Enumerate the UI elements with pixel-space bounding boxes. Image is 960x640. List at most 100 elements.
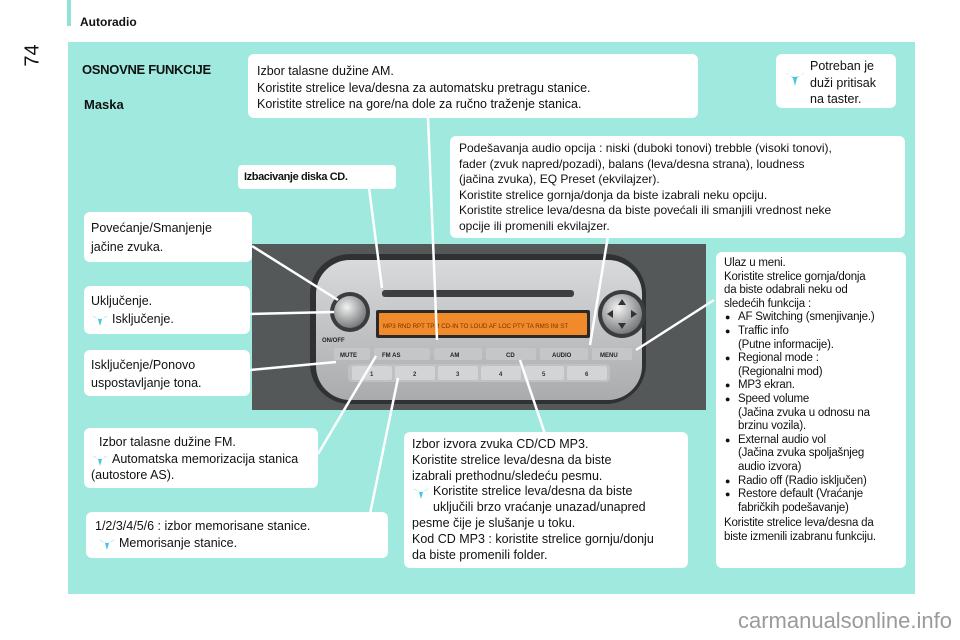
preset-label: 6 xyxy=(585,372,589,378)
audio-line-4: Koristite strelice gornja/donja da biste… xyxy=(459,187,768,202)
page-number: 74 xyxy=(21,44,44,67)
audio-box: Podešavanja audio opcija : niski (duboki… xyxy=(450,136,905,238)
am-line-1: Izbor talasne dužine AM. xyxy=(257,64,394,78)
menu-function-item: Speed volume(Jačina zvuka u odnosu nabrz… xyxy=(725,392,898,434)
fm-box: Izbor talasne dužine FM. Automatska memo… xyxy=(84,428,318,488)
preset-button-2[interactable] xyxy=(395,366,435,380)
cd-line-8: da biste promenili folder. xyxy=(412,547,548,562)
menu-box: Ulaz u meni.Koristite strelice gornja/do… xyxy=(716,252,906,568)
menu-function-text: audio izvora) xyxy=(738,460,802,473)
fm-line-2: Automatska memorizacija stanica xyxy=(91,451,311,468)
menu-function-text: Radio off (Radio isključen) xyxy=(738,474,867,487)
power-line-2-text: Isključenje. xyxy=(112,312,174,326)
cd-line-6: pesme čije je slušanje u toku. xyxy=(412,515,576,530)
fm-button[interactable] xyxy=(374,348,430,360)
cd-line-5: uključili brzo vraćanje unazad/unapred xyxy=(433,500,646,515)
menu-intro-line: da biste odabrali neku od xyxy=(724,284,848,297)
tip-icon xyxy=(91,453,109,466)
am-box: Izbor talasne dužine AM. Koristite strel… xyxy=(248,54,698,118)
preset-label: 4 xyxy=(499,372,503,378)
long-press-tip-box: Potreban je duži pritisak na taster. xyxy=(776,54,896,108)
volume-line-2: jačine zvuka. xyxy=(91,240,164,254)
menu-function-text: brzinu vozila). xyxy=(738,420,806,433)
tip-icon xyxy=(98,537,116,551)
audio-line-6: opcije ili promenili ekvilajzer. xyxy=(459,218,610,233)
menu-function-text: AF Switching (smenjivanje.) xyxy=(738,311,875,324)
menu-function-item: AF Switching (smenjivanje.) xyxy=(725,311,898,325)
margin-bar xyxy=(67,0,71,26)
onoff-label: ON/OFF xyxy=(322,338,345,344)
mute-line-1: Isključenje/Ponovo xyxy=(91,358,196,372)
fm-line-1: Izbor talasne dužine FM. xyxy=(99,435,236,449)
volume-box: Povećanje/Smanjenje jačine zvuka. xyxy=(84,212,252,262)
audio-button[interactable] xyxy=(540,348,588,360)
menu-function-text: (Putne informacije). xyxy=(738,338,834,351)
menu-function-text: Speed volume xyxy=(738,392,810,405)
preset-line-2: Memorisanje stanice. xyxy=(95,535,379,552)
menu-function-item: Traffic info(Putne informacije). xyxy=(725,324,898,352)
menu-function-item: MP3 ekran. xyxy=(725,379,898,393)
menu-function-text: fabričkih podešavanje) xyxy=(738,501,849,514)
preset-button-6[interactable] xyxy=(567,366,607,380)
cd-line-4: Koristite strelice leva/desna da biste xyxy=(412,484,680,500)
tip-icon xyxy=(784,70,806,91)
audio-label: AUDIO xyxy=(552,353,572,359)
preset-line-1: 1/2/3/4/5/6 : izbor memorisane stanice. xyxy=(95,519,311,533)
cd-button[interactable] xyxy=(486,348,536,360)
power-box: Uključenje. Isključenje. xyxy=(84,286,250,334)
tip-line-2: duži pritisak xyxy=(810,75,876,90)
menu-label: MENU xyxy=(600,353,618,359)
preset-label: 2 xyxy=(413,372,417,378)
power-line-1: Uključenje. xyxy=(91,294,153,308)
mute-line-2: uspostavljanje tona. xyxy=(91,376,202,390)
cd-label: CD xyxy=(506,353,515,359)
tip-icon xyxy=(91,313,109,327)
menu-intro-line: Koristite strelice gornja/donja xyxy=(724,270,866,283)
mute-box: Isključenje/Ponovo uspostavljanje tona. xyxy=(84,350,250,396)
arrow-pad[interactable] xyxy=(602,294,642,334)
menu-function-text: (Jačina zvuka spoljašnjeg xyxy=(738,447,865,460)
fm-line-3: (autostore AS). xyxy=(91,468,175,482)
menu-function-text: Restore default (Vraćanje xyxy=(738,488,863,501)
preset-button-3[interactable] xyxy=(438,366,478,380)
audio-line-5: Koristite strelice leva/desna da biste p… xyxy=(459,203,832,217)
menu-function-text: Traffic info xyxy=(738,324,789,337)
preset-button-4[interactable] xyxy=(481,366,521,380)
audio-line-2: fader (zvuk napred/pozadi), balans (leva… xyxy=(459,156,805,171)
menu-function-text: MP3 ekran. xyxy=(738,379,795,392)
menu-function-text: (Regionalni mod) xyxy=(738,365,823,378)
main-heading: OSNOVNE FUNKCIJE xyxy=(82,62,211,77)
am-label: AM xyxy=(450,353,459,359)
cd-box: Izbor izvora zvuka CD/CD MP3. Koristite … xyxy=(404,432,688,568)
audio-line-3: (jačina zvuka), EQ Preset (ekvilajzer). xyxy=(459,172,660,186)
tip-icon xyxy=(412,486,430,499)
preset-label: 3 xyxy=(456,372,460,378)
menu-intro-line: sledećih funkcija : xyxy=(724,297,811,310)
radio-display-text: MP3 RND RPT TPM CD-IN TO LOUD AF LOC PTY… xyxy=(383,323,568,330)
cd-eject-label: Izbacivanje diska CD. xyxy=(238,165,396,189)
cd-line-3: izabrali prethodnu/sledeću pesmu. xyxy=(412,468,603,483)
menu-intro: Ulaz u meni.Koristite strelice gornja/do… xyxy=(724,257,898,311)
cd-line-7: Kod CD MP3 : koristite strelice gornju/d… xyxy=(412,531,654,546)
menu-intro-line: Ulaz u meni. xyxy=(724,257,786,269)
radio-illustration: MP3 RND RPT TPM CD-IN TO LOUD AF LOC PTY… xyxy=(252,244,706,410)
menu-function-item: External audio vol(Jačina zvuka spoljašn… xyxy=(725,434,898,475)
tip-line-3: na taster. xyxy=(810,92,862,106)
cd-line-2: Koristite strelice leva/desna da biste xyxy=(412,452,612,467)
am-button[interactable] xyxy=(434,348,482,360)
mute-label: MUTE xyxy=(340,353,357,359)
cd-line-1: Izbor izvora zvuka CD/CD MP3. xyxy=(412,437,589,451)
menu-button[interactable] xyxy=(592,348,632,360)
section-title: Autoradio xyxy=(80,15,137,29)
fm-label: FM AS xyxy=(382,353,400,359)
menu-function-item: Radio off (Radio isključen) xyxy=(725,474,898,489)
sub-heading: Maska xyxy=(84,97,124,112)
audio-line-1: Podešavanja audio opcija : niski (duboki… xyxy=(459,141,832,155)
menu-function-item: Regional mode :(Regionalni mod) xyxy=(725,352,898,379)
volume-knob[interactable] xyxy=(334,296,366,328)
radio-photo: MP3 RND RPT TPM CD-IN TO LOUD AF LOC PTY… xyxy=(252,244,706,410)
am-line-3: Koristite strelice na gore/na dole za ru… xyxy=(257,97,582,111)
watermark: carmanualsonline.info xyxy=(737,608,952,633)
